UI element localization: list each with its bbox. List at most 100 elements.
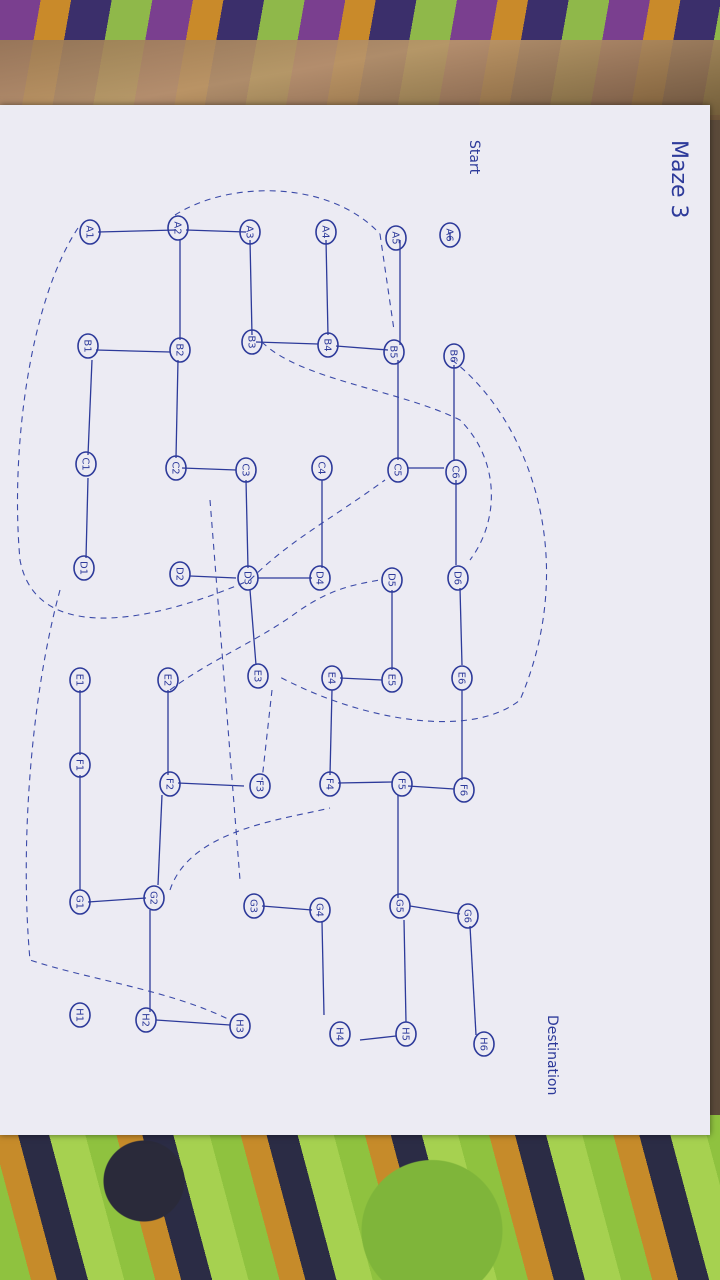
node-label: H2 <box>140 1013 151 1027</box>
node-circle <box>311 455 333 481</box>
maze-node-b1: B1 <box>77 333 99 359</box>
maze-node-g1: G1 <box>69 889 91 915</box>
node-label: B3 <box>246 335 257 348</box>
maze-node-c1: C1 <box>75 451 97 477</box>
maze-node-d2: D2 <box>169 561 191 587</box>
node-label: E4 <box>326 672 337 685</box>
node-circle <box>77 333 99 359</box>
node-circle <box>229 1013 251 1039</box>
maze-node-g6: G6 <box>457 903 479 929</box>
node-circle <box>447 565 469 591</box>
node-circle <box>451 665 473 691</box>
node-label: E1 <box>74 674 85 687</box>
node-label: D5 <box>386 573 397 587</box>
node-label: C2 <box>170 461 181 474</box>
node-label: G1 <box>74 895 85 909</box>
maze-node-e6: E6 <box>451 665 473 691</box>
node-label: H3 <box>234 1019 245 1033</box>
node-label: G5 <box>394 899 405 913</box>
maze-title: Maze 3 <box>666 140 691 219</box>
maze-node-h6: H6 <box>473 1031 495 1057</box>
node-label: D6 <box>452 571 463 585</box>
node-circle <box>389 893 411 919</box>
node-label: A3 <box>244 225 255 238</box>
node-label: D1 <box>78 561 89 575</box>
node-circle <box>167 215 189 241</box>
maze-node-d5: D5 <box>381 567 403 593</box>
maze-node-a1: A1 <box>79 219 101 245</box>
node-circle <box>169 337 191 363</box>
node-label: C6 <box>450 465 461 478</box>
maze-node-a6: A6 <box>439 222 461 248</box>
node-label: H6 <box>478 1037 489 1051</box>
node-label: B5 <box>388 345 399 358</box>
node-label: C5 <box>392 463 403 476</box>
maze-node-c3: C3 <box>235 457 257 483</box>
node-circle <box>443 343 465 369</box>
maze-node-f6: F6 <box>453 777 475 803</box>
maze-node-e3: E3 <box>247 663 269 689</box>
node-circle <box>391 771 413 797</box>
node-circle <box>387 457 409 483</box>
maze-node-h3: H3 <box>229 1013 251 1039</box>
node-circle <box>329 1021 351 1047</box>
maze-node-f2: F2 <box>159 771 181 797</box>
node-label: A2 <box>172 221 183 234</box>
node-circle <box>319 771 341 797</box>
node-label: C3 <box>240 463 251 476</box>
maze-node-a2: A2 <box>167 215 189 241</box>
node-circle <box>453 777 475 803</box>
maze-node-e4: E4 <box>321 665 343 691</box>
maze-node-f4: F4 <box>319 771 341 797</box>
node-label: A4 <box>320 225 331 238</box>
node-label: D3 <box>242 571 253 585</box>
node-label: D4 <box>314 571 325 585</box>
maze-edges <box>79 229 477 1041</box>
node-label: B6 <box>448 349 459 362</box>
node-circle <box>249 773 271 799</box>
node-label: G3 <box>248 899 259 913</box>
node-circle <box>69 752 91 778</box>
node-circle <box>135 1007 157 1033</box>
maze-node-e2: E2 <box>157 667 179 693</box>
node-circle <box>247 663 269 689</box>
start-label: Start <box>466 140 482 175</box>
node-circle <box>157 667 179 693</box>
node-circle <box>445 459 467 485</box>
maze-node-f1: F1 <box>69 752 91 778</box>
node-circle <box>235 457 257 483</box>
maze-node-c6: C6 <box>445 459 467 485</box>
node-label: F4 <box>324 778 335 790</box>
node-circle <box>75 451 97 477</box>
maze-node-a4: A4 <box>315 219 337 245</box>
node-label: G4 <box>314 903 325 917</box>
solution-path <box>16 190 548 1021</box>
node-circle <box>169 561 191 587</box>
node-circle <box>243 893 265 919</box>
node-circle <box>439 222 461 248</box>
fabric-background-bottom <box>0 1115 720 1280</box>
node-label: B1 <box>82 339 93 352</box>
node-circle <box>309 565 331 591</box>
node-circle <box>237 565 259 591</box>
maze-node-h1: H1 <box>69 1002 91 1028</box>
node-label: H4 <box>334 1027 345 1041</box>
maze-node-c4: C4 <box>311 455 333 481</box>
node-circle <box>381 667 403 693</box>
maze-node-h5: H5 <box>395 1021 417 1047</box>
node-circle <box>381 567 403 593</box>
maze-node-a3: A3 <box>239 219 261 245</box>
node-label: G2 <box>148 891 159 905</box>
node-circle <box>309 897 331 923</box>
maze-node-e5: E5 <box>381 667 403 693</box>
node-label: C1 <box>80 457 91 470</box>
node-label: D2 <box>174 567 185 581</box>
node-label: H1 <box>74 1008 85 1022</box>
maze-node-g4: G4 <box>309 897 331 923</box>
node-circle <box>69 1002 91 1028</box>
node-circle <box>395 1021 417 1047</box>
maze-node-a5: A5 <box>385 225 407 251</box>
maze-node-e1: E1 <box>69 667 91 693</box>
